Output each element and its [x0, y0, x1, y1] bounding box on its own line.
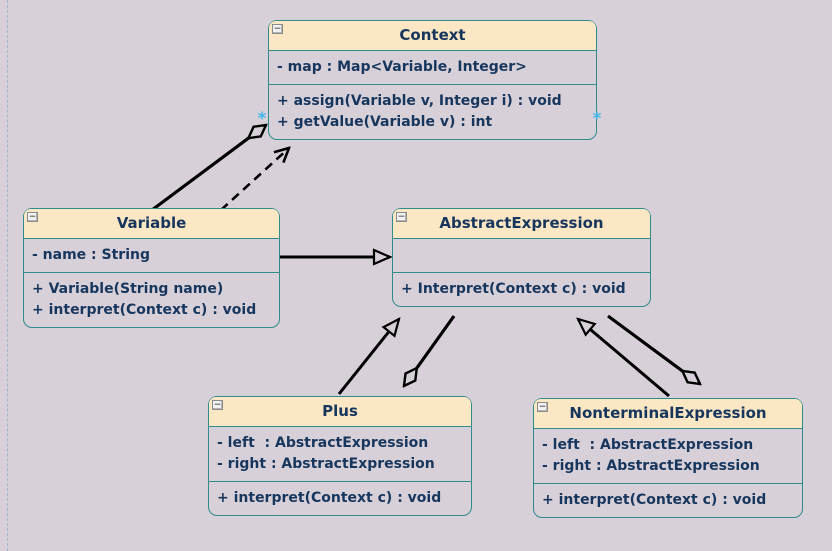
connector-plus-abstractexpression-generalization[interactable] [337, 319, 399, 395]
method: + interpret(Context c) : void [32, 302, 257, 318]
context-left-handle[interactable]: * [257, 109, 267, 129]
connector-nonterminalexpression-abstractexpression-aggregation[interactable] [607, 314, 700, 384]
class-attributes [393, 239, 650, 273]
class-title: AbstractExpression [439, 214, 604, 232]
collapse-icon[interactable]: − [537, 401, 548, 412]
class-header: − Context [269, 21, 596, 51]
attribute: - right : AbstractExpression [542, 458, 760, 474]
method: + interpret(Context c) : void [542, 492, 767, 508]
class-title: Context [399, 26, 466, 44]
class-header: − Plus [209, 397, 471, 427]
class-box-variable[interactable]: − Variable - name : String + Variable(St… [23, 208, 280, 328]
collapse-icon[interactable]: − [272, 23, 283, 34]
method: + Variable(String name) [32, 281, 224, 297]
attribute: - right : AbstractExpression [217, 456, 435, 472]
class-methods: + interpret(Context c) : void [209, 482, 471, 515]
collapse-icon[interactable]: − [212, 399, 223, 410]
class-box-nonterminalexpression[interactable]: − NonterminalExpression - left : Abstrac… [533, 398, 803, 518]
page-boundary-line [7, 0, 8, 551]
class-box-abstractexpression[interactable]: − AbstractExpression + Interpret(Context… [392, 208, 651, 307]
method: + interpret(Context c) : void [217, 490, 442, 506]
class-attributes: - name : String [24, 239, 279, 273]
class-title: Plus [322, 402, 358, 420]
class-header: − AbstractExpression [393, 209, 650, 239]
connector-plus-abstractexpression-aggregation[interactable] [404, 315, 456, 386]
class-title: NonterminalExpression [569, 404, 767, 422]
attribute: - name : String [32, 247, 150, 263]
attribute: - left : AbstractExpression [217, 435, 429, 451]
attribute: - map : Map<Variable, Integer> [277, 59, 527, 75]
class-title: Variable [116, 214, 187, 232]
class-attributes: - map : Map<Variable, Integer> [269, 51, 596, 85]
class-methods: + interpret(Context c) : void [534, 484, 802, 517]
class-box-plus[interactable]: − Plus - left : AbstractExpression - rig… [208, 396, 472, 516]
class-box-context[interactable]: − Context - map : Map<Variable, Integer>… [268, 20, 597, 140]
class-header: − NonterminalExpression [534, 399, 802, 429]
class-attributes: - left : AbstractExpression - right : Ab… [534, 429, 802, 484]
connector-variable-context-aggregation[interactable] [151, 125, 266, 212]
collapse-icon[interactable]: − [396, 211, 407, 222]
class-methods: + Interpret(Context c) : void [393, 273, 650, 306]
collapse-icon[interactable]: − [27, 211, 38, 222]
method: + getValue(Variable v) : int [277, 114, 493, 130]
method: + assign(Variable v, Integer i) : void [277, 93, 562, 109]
class-attributes: - left : AbstractExpression - right : Ab… [209, 427, 471, 482]
class-methods: + assign(Variable v, Integer i) : void +… [269, 85, 596, 139]
class-header: − Variable [24, 209, 279, 239]
method: + Interpret(Context c) : void [401, 281, 626, 297]
class-methods: + Variable(String name) + interpret(Cont… [24, 273, 279, 327]
connector-nonterminalexpression-abstractexpression-generalization[interactable] [578, 319, 670, 398]
context-right-handle[interactable]: * [592, 109, 602, 129]
connector-variable-context-dependency[interactable] [220, 148, 289, 211]
attribute: - left : AbstractExpression [542, 437, 754, 453]
